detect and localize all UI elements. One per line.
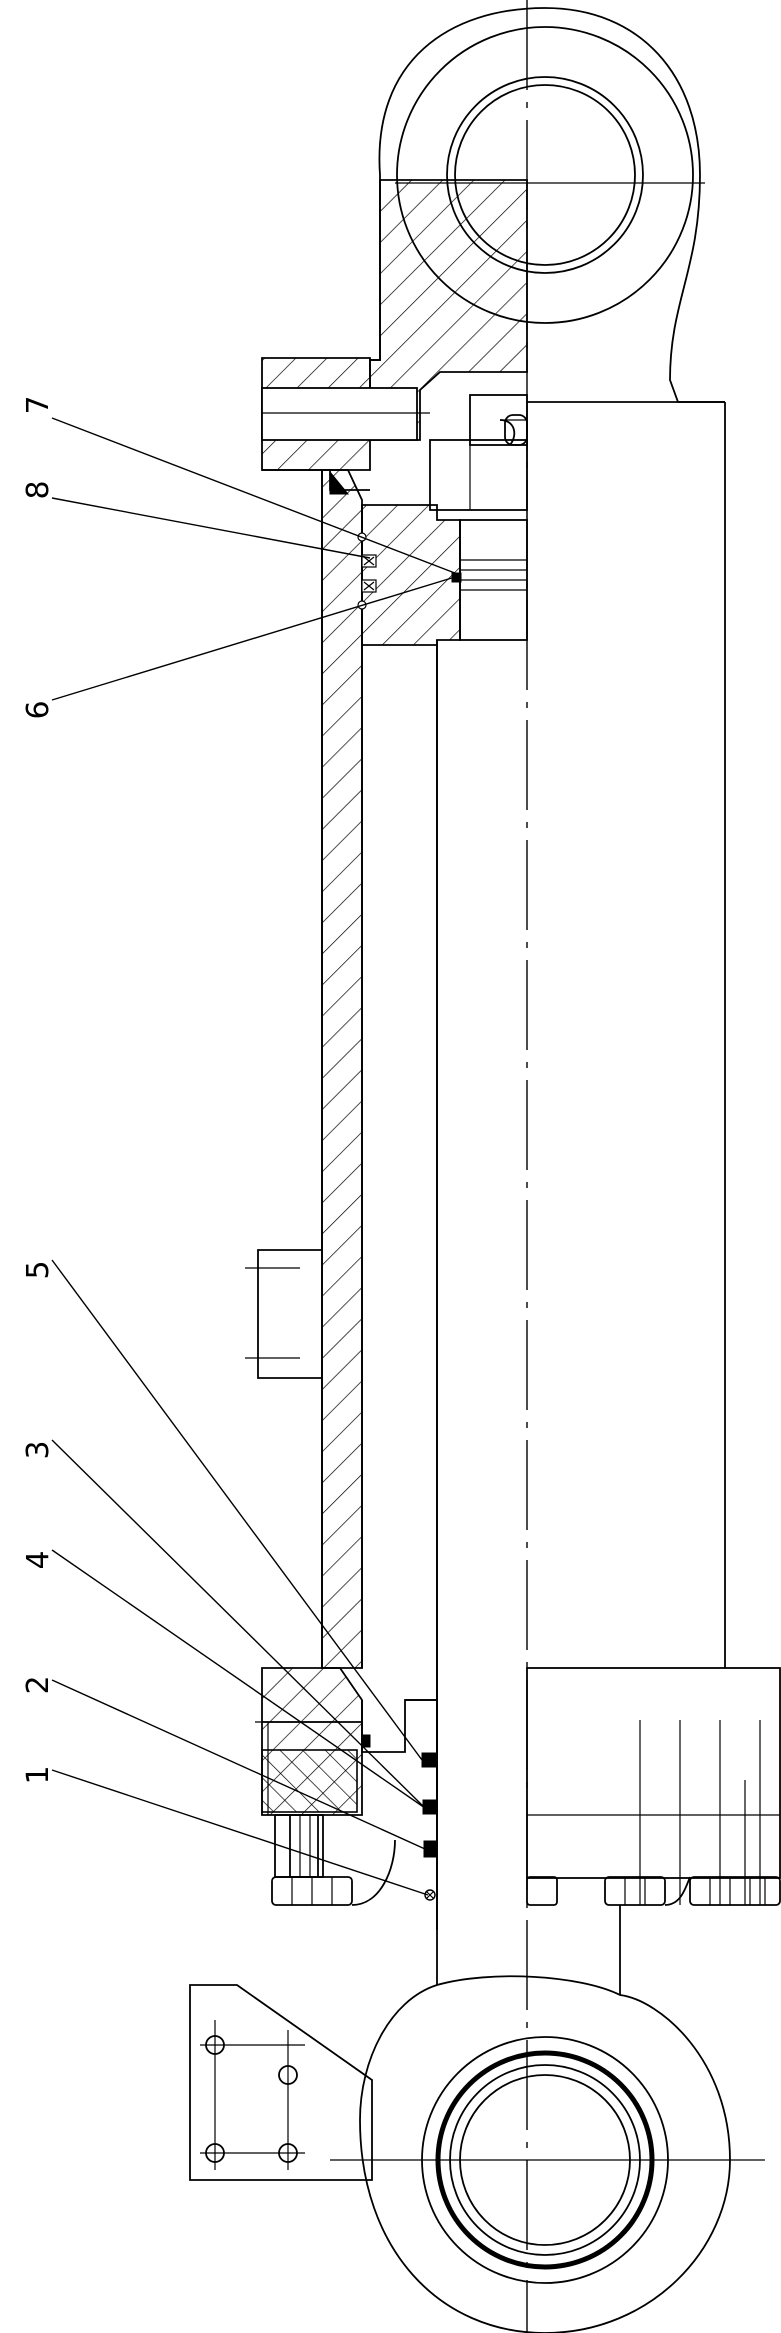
rod-body — [526, 401, 726, 1668]
bottom-eye — [330, 1975, 765, 2333]
leader-lines — [51, 417, 461, 1896]
callout-3: 3 — [21, 1440, 56, 1459]
gland-seals — [361, 1734, 438, 1901]
top-valve-block — [429, 394, 528, 511]
cylinder-barrel-wall — [321, 469, 363, 1669]
mounting-bracket — [189, 1984, 373, 2181]
callout-7: 7 — [21, 395, 56, 414]
callout-1: 1 — [21, 1765, 56, 1784]
piston — [361, 504, 461, 646]
top-port — [261, 357, 430, 491]
callout-8: 8 — [21, 480, 56, 499]
callout-5: 5 — [21, 1260, 56, 1279]
top-end-cap — [369, 179, 528, 441]
gland-head — [255, 1667, 438, 1878]
gland-nuts — [271, 1839, 396, 1906]
callout-2: 2 — [21, 1675, 56, 1694]
bottom-bolts — [526, 1876, 781, 1906]
mid-port — [245, 1249, 322, 1379]
callout-labels: 7 8 6 5 3 4 2 1 — [21, 395, 56, 1784]
rod-lower — [436, 1905, 621, 1995]
bottom-flange — [526, 1667, 781, 1905]
callout-6: 6 — [21, 700, 56, 719]
weld-fillet — [329, 470, 350, 495]
callout-4: 4 — [21, 1550, 56, 1569]
